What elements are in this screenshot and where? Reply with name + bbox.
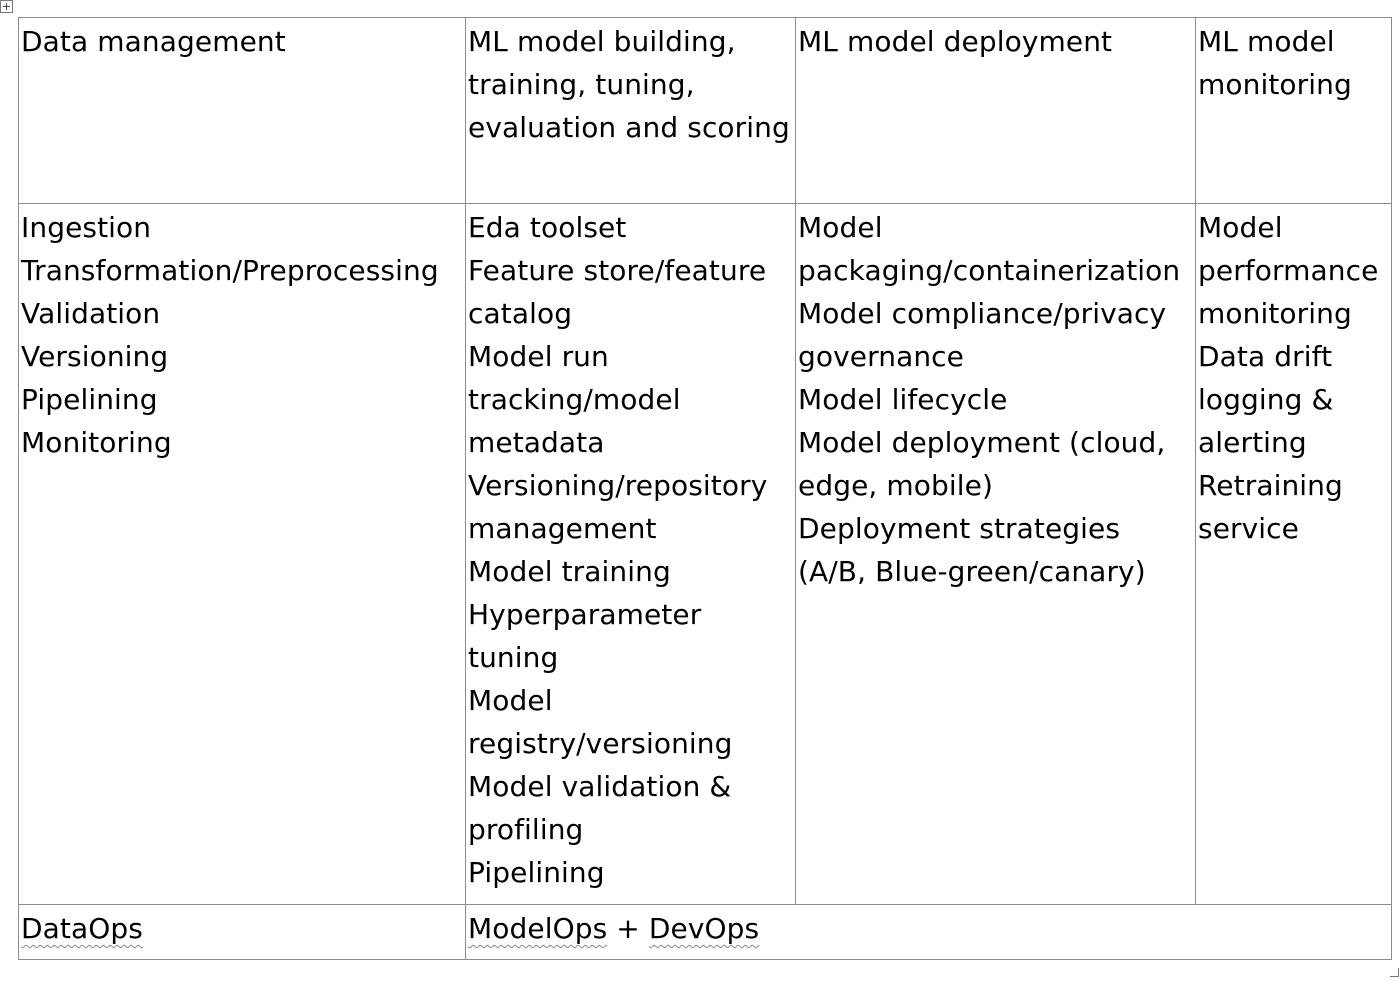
table-move-handle[interactable]: + bbox=[0, 0, 13, 13]
body-cell-model-building[interactable]: Eda toolset Feature store/feature catalo… bbox=[465, 203, 796, 905]
table-body-row: Ingestion Transformation/Preprocessing V… bbox=[18, 203, 1392, 905]
list-item: Hyperparameter tuning bbox=[468, 598, 702, 674]
table-header-row: Data management ML model building, train… bbox=[18, 17, 1392, 204]
mlops-table: Data management ML model building, train… bbox=[18, 17, 1392, 960]
list-item: Pipelining bbox=[21, 383, 158, 416]
header-cell-model-building[interactable]: ML model building, training, tuning, eva… bbox=[465, 17, 796, 204]
dataops-label: DataOps bbox=[21, 912, 143, 945]
list-item: Ingestion bbox=[21, 211, 152, 244]
header-cell-model-monitoring[interactable]: ML model monitoring bbox=[1195, 17, 1392, 204]
list-item: Pipelining bbox=[468, 856, 605, 889]
body-cell-model-monitoring[interactable]: Model performance monitoring Data drift … bbox=[1195, 203, 1392, 905]
list-item: Data drift logging & alerting bbox=[1198, 340, 1334, 459]
footer-cell-modelops-devops[interactable]: ModelOps + DevOps bbox=[465, 904, 1392, 960]
list-item: Model validation & profiling bbox=[468, 770, 732, 846]
header-text: ML model deployment bbox=[798, 25, 1113, 58]
modelops-label: ModelOps bbox=[468, 912, 608, 945]
list-item: Model deployment (cloud, edge, mobile) bbox=[798, 426, 1166, 502]
list-item: Monitoring bbox=[21, 426, 172, 459]
list-item: Eda toolset bbox=[468, 211, 627, 244]
list-item: Model packaging/containerization bbox=[798, 211, 1181, 287]
list-item: Versioning/repository management bbox=[468, 469, 768, 545]
body-cell-data-management[interactable]: Ingestion Transformation/Preprocessing V… bbox=[18, 203, 466, 905]
list-item: Model training bbox=[468, 555, 671, 588]
body-cell-model-deployment[interactable]: Model packaging/containerization Model c… bbox=[795, 203, 1196, 905]
header-text: ML model monitoring bbox=[1198, 25, 1352, 101]
list-item: Versioning bbox=[21, 340, 169, 373]
header-text: ML model building, training, tuning, eva… bbox=[468, 25, 790, 144]
list-item: Model lifecycle bbox=[798, 383, 1008, 416]
header-cell-data-management[interactable]: Data management bbox=[18, 17, 466, 204]
devops-label: DevOps bbox=[648, 912, 760, 945]
list-item: Model performance monitoring bbox=[1198, 211, 1379, 330]
table-resize-handle[interactable] bbox=[1390, 968, 1399, 977]
list-item: Feature store/feature catalog bbox=[468, 254, 767, 330]
header-cell-model-deployment[interactable]: ML model deployment bbox=[795, 17, 1196, 204]
list-item: Model compliance/privacy governance bbox=[798, 297, 1167, 373]
plus-separator: + bbox=[607, 912, 649, 945]
list-item: Retraining service bbox=[1198, 469, 1343, 545]
footer-cell-dataops[interactable]: DataOps bbox=[18, 904, 466, 960]
table-footer-row: DataOps ModelOps + DevOps bbox=[18, 904, 1392, 960]
list-item: Model registry/versioning bbox=[468, 684, 733, 760]
list-item: Deployment strategies (A/B, Blue-green/c… bbox=[798, 512, 1146, 588]
list-item: Model run tracking/model metadata bbox=[468, 340, 681, 459]
list-item: Transformation/Preprocessing bbox=[21, 254, 439, 287]
header-text: Data management bbox=[21, 25, 286, 58]
list-item: Validation bbox=[21, 297, 161, 330]
